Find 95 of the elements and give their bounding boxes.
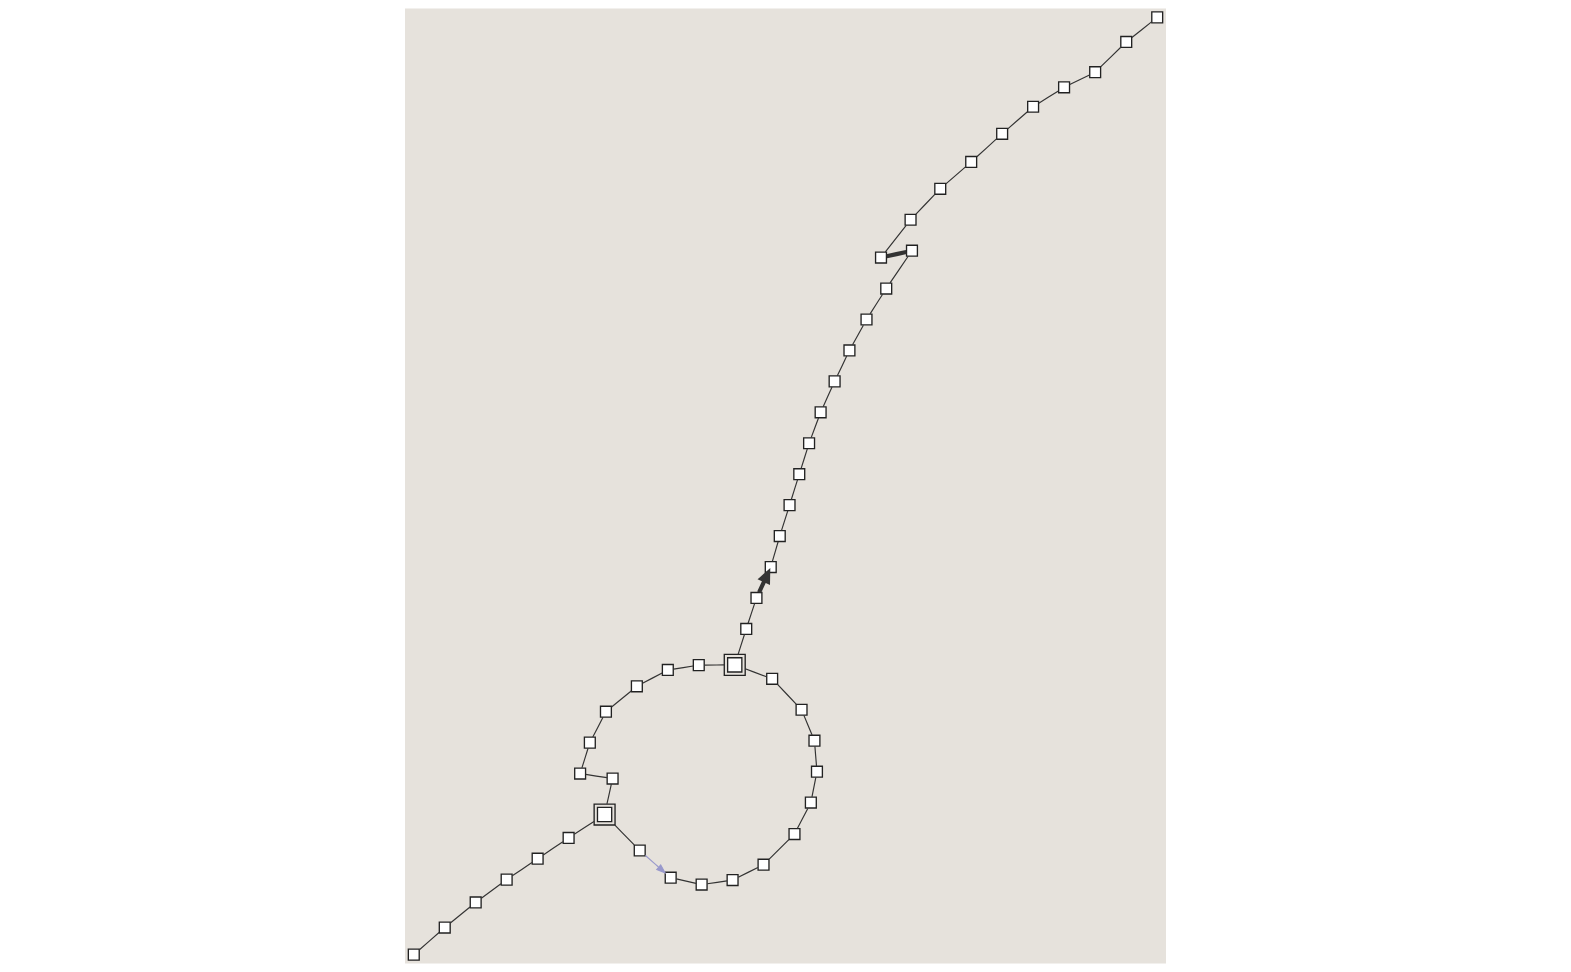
node-box [843,344,856,357]
connector [581,747,589,769]
node-box [630,680,643,693]
connector [776,683,797,705]
node-box [695,878,708,891]
node-box [583,736,596,749]
connector [614,824,635,846]
node-box [764,560,777,574]
connector [768,839,790,860]
node-box [599,705,613,718]
node-box [773,529,786,543]
node-box [726,873,739,887]
node-box [1151,11,1164,24]
connector [672,665,694,670]
node-box [606,772,619,785]
connector [1007,111,1029,130]
connector [744,668,768,678]
node-box [500,873,513,886]
node-box [874,251,888,264]
connector [706,880,728,885]
connector [771,541,779,562]
connector [737,866,759,878]
node-box [996,127,1009,140]
node-box [438,921,451,934]
connector [822,386,833,408]
node-box [783,499,796,512]
connector [836,355,848,377]
node-box [905,244,919,257]
node-box [793,468,806,481]
node-box [934,182,947,195]
connector [814,745,818,767]
connector [976,138,998,158]
node-box [880,282,893,295]
connector [915,193,936,215]
node-box [469,896,482,909]
node-box [692,659,705,672]
connector [511,861,533,877]
connector [1100,46,1122,68]
connector [585,773,608,779]
node-box [808,734,821,747]
node-box [860,313,873,326]
connector [796,807,809,830]
node-box [810,765,824,778]
node-box [1089,66,1102,79]
node-box [814,406,827,419]
connector [542,841,564,856]
node-box [531,852,544,865]
node-box [788,827,801,841]
connector [945,166,967,185]
node-box [795,703,808,716]
node-box [828,375,841,388]
connector [811,776,817,798]
node-box [965,155,978,168]
connector [1131,21,1153,39]
node-box [766,672,779,685]
connector [790,479,799,501]
node-box [407,948,420,961]
node-box [664,871,677,884]
node-box [1058,81,1071,94]
connector [747,603,756,624]
connector [641,672,663,684]
connector [884,224,907,253]
connector [780,510,789,532]
connector [803,714,813,736]
arrow [644,854,667,874]
node-box [904,213,917,226]
connector [1038,90,1059,104]
connector [606,783,612,805]
connector [480,883,502,899]
connector [810,417,820,439]
connector [869,293,884,315]
connector [573,820,595,835]
node-box [804,796,817,809]
connector [675,878,697,884]
connector [889,255,909,284]
node-box [633,844,646,857]
node-box [574,767,587,780]
node-box [661,663,674,677]
connector [611,690,632,708]
node-box [1027,100,1040,113]
connector [737,633,746,655]
node-box [750,591,763,605]
connector [851,324,864,346]
node-box [1120,35,1133,49]
node-box [562,831,575,845]
connector [449,906,471,924]
connector [418,931,440,951]
connector [703,664,725,666]
node-box [803,437,816,450]
connector [592,716,604,738]
node-box [757,858,770,871]
connector [1069,74,1091,86]
connector [800,448,808,470]
node-box [740,622,753,636]
connector [886,249,907,259]
